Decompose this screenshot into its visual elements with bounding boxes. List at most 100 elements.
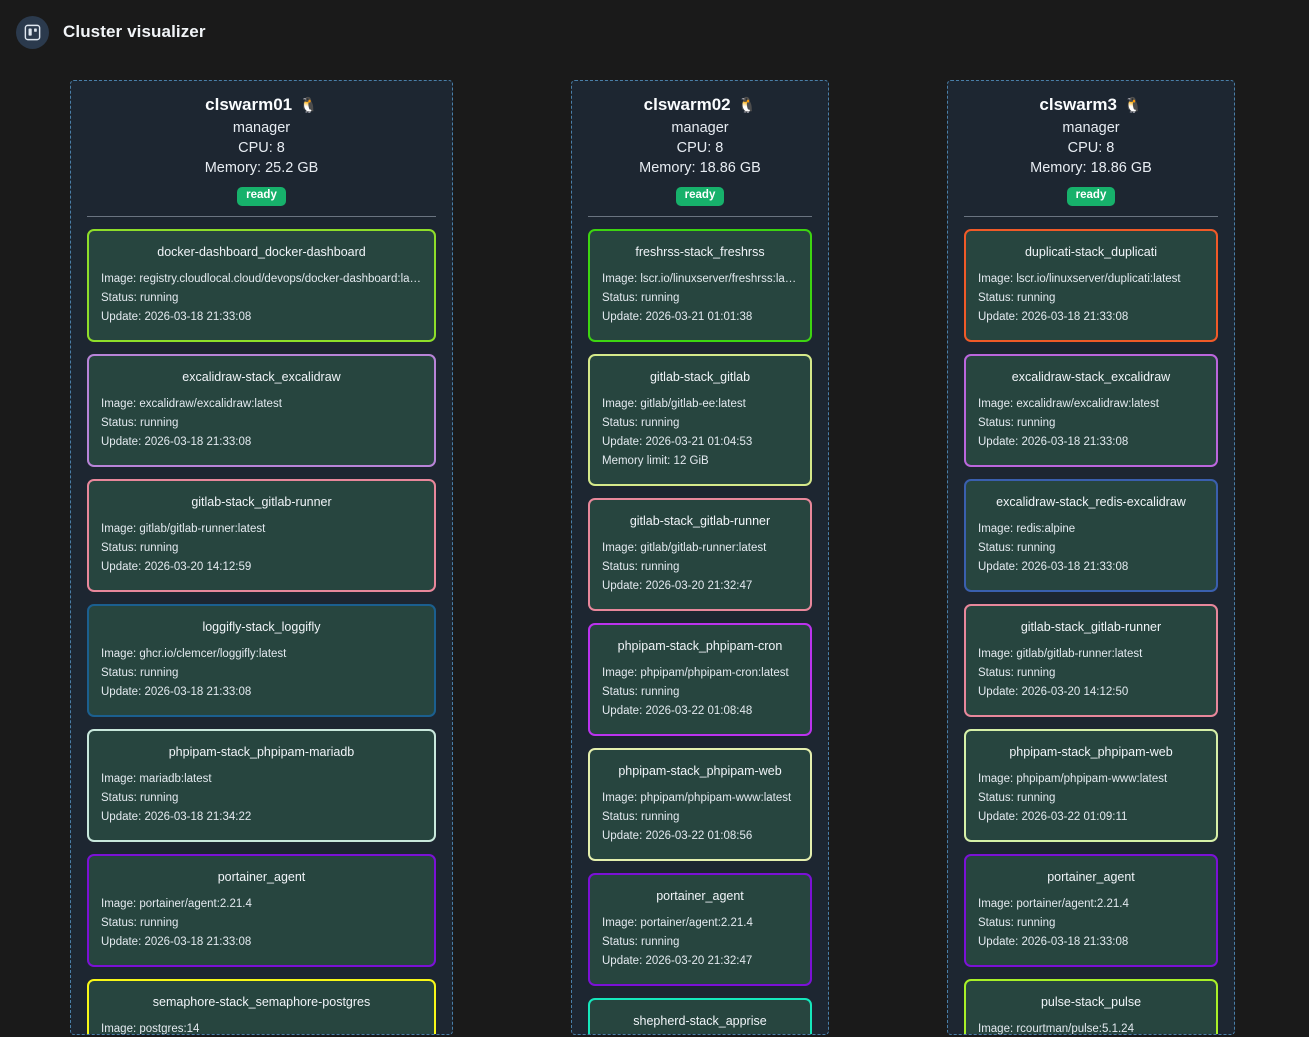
service-name: excalidraw-stack_excalidraw: [1011, 369, 1171, 384]
service-status: Status: running: [978, 291, 1056, 304]
service-image: Image: gitlab/gitlab-runner:latest: [101, 522, 266, 535]
service-update: Update: 2026-03-21 01:01:38: [602, 310, 753, 323]
service-name: phpipam-stack_phpipam-web: [618, 763, 782, 778]
node-role: manager: [671, 120, 729, 136]
service-update: Update: 2026-03-20 14:12:50: [978, 685, 1129, 698]
service-image: Image: postgres:14: [101, 1022, 200, 1035]
node-hostname-label: clswarm3: [1039, 95, 1117, 114]
node-cpu: CPU: 8: [238, 140, 285, 156]
node-role: manager: [232, 120, 291, 136]
service-memory-limit: Memory limit: 12 GiB: [602, 454, 709, 467]
service-status: Status: running: [978, 791, 1056, 804]
service-image: Image: portainer/agent:2.21.4: [602, 916, 753, 929]
service-name: gitlab-stack_gitlab: [649, 369, 751, 384]
service-status: Status: running: [101, 291, 179, 304]
service-name: freshrss-stack_freshrss: [635, 244, 765, 259]
app-header: Cluster visualizer: [0, 0, 1309, 62]
node-hostname: clswarm3 🐧: [964, 95, 1218, 115]
service-status: Status: running: [101, 916, 179, 929]
service-update: Update: 2026-03-22 01:08:56: [602, 829, 753, 842]
service-image: Image: redis:alpine: [978, 522, 1076, 535]
node-role: manager: [1062, 120, 1120, 136]
service-name: phpipam-stack_phpipam-web: [1009, 744, 1173, 759]
linux-penguin-icon: 🐧: [737, 97, 757, 114]
node-hostname-label: clswarm02: [643, 95, 731, 114]
service-update: Update: 2026-03-20 14:12:59: [101, 560, 252, 573]
service-image: Image: phpipam/phpipam-www:latest: [602, 791, 792, 804]
service-image: Image: phpipam/phpipam-cron:latest: [602, 666, 789, 679]
service-name: portainer_agent: [656, 888, 744, 903]
service-image: Image: ghcr.io/clemcer/loggifly:latest: [101, 647, 287, 660]
service-image: Image: rcourtman/pulse:5.1.24: [978, 1022, 1134, 1035]
dashboard-layout-icon: [16, 15, 49, 49]
service-update: Update: 2026-03-22 01:08:48: [602, 704, 753, 717]
service-name: excalidraw-stack_excalidraw: [182, 369, 341, 384]
linux-penguin-icon: 🐧: [299, 97, 318, 114]
service-image: Image: lscr.io/linuxserver/freshrss:late…: [602, 272, 798, 285]
node-state: ready: [87, 185, 436, 206]
node-hostname-label: clswarm01: [205, 95, 293, 114]
service-status: Status: running: [978, 916, 1056, 929]
service-update: Update: 2026-03-18 21:33:08: [101, 935, 252, 948]
status-badge: ready: [1066, 187, 1116, 206]
node-memory: Memory: 25.2 GB: [204, 160, 319, 176]
service-name: gitlab-stack_gitlab-runner: [629, 513, 771, 528]
service-card[interactable]: shepherd-stack_appriseImage: caronc/appr…: [588, 997, 812, 1034]
service-status: Status: running: [978, 541, 1056, 554]
service-name: docker-dashboard_docker-dashboard: [157, 244, 366, 259]
service-name: shepherd-stack_apprise: [633, 1013, 767, 1028]
linux-penguin-icon: 🐧: [1123, 97, 1143, 114]
status-badge: ready: [675, 187, 725, 206]
service-update: Update: 2026-03-18 21:33:08: [978, 310, 1129, 323]
service-status: Status: running: [978, 416, 1056, 429]
service-update: Update: 2026-03-18 21:33:08: [978, 560, 1129, 573]
service-status: Status: running: [602, 935, 680, 948]
service-image: Image: excalidraw/excalidraw:latest: [101, 397, 282, 410]
status-badge: ready: [237, 187, 286, 206]
node-hostname: clswarm02 🐧: [588, 95, 812, 115]
service-status: Status: running: [602, 291, 680, 304]
service-image: Image: gitlab/gitlab-ee:latest: [602, 397, 746, 410]
node-cpu: CPU: 8: [1067, 140, 1115, 156]
service-name: semaphore-stack_semaphore-postgres: [152, 994, 371, 1009]
service-image: Image: gitlab/gitlab-runner:latest: [602, 541, 767, 554]
service-name: gitlab-stack_gitlab-runner: [1020, 619, 1162, 634]
service-status: Status: running: [101, 541, 179, 554]
service-update: Update: 2026-03-18 21:34:22: [101, 810, 252, 823]
service-image: Image: lscr.io/linuxserver/duplicati:lat…: [978, 272, 1181, 285]
node-hostname: clswarm01 🐧: [87, 95, 436, 115]
service-update: Update: 2026-03-18 21:33:08: [101, 435, 252, 448]
service-name: phpipam-stack_phpipam-mariadb: [168, 744, 355, 759]
service-status: Status: running: [978, 666, 1056, 679]
service-name: pulse-stack_pulse: [1040, 994, 1142, 1009]
service-status: Status: running: [602, 810, 680, 823]
service-image: Image: registry.cloudlocal.cloud/devops/…: [101, 272, 422, 285]
